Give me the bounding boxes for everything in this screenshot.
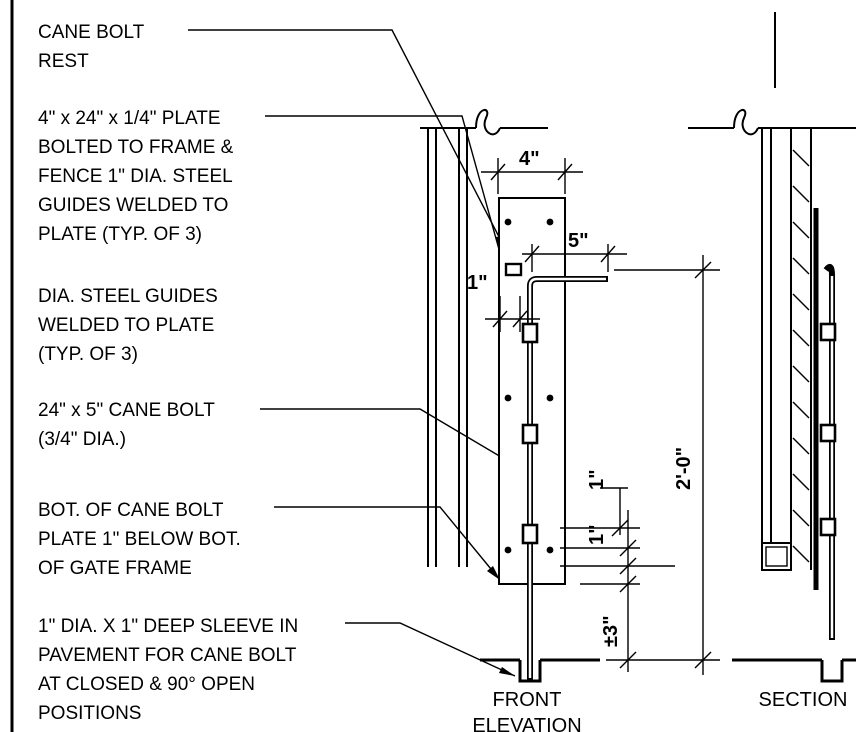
dim-offset: 1" bbox=[467, 272, 488, 294]
dim-tick bbox=[694, 651, 712, 669]
leader-plate bbox=[265, 115, 501, 254]
note-plate: 4" x 24" x 1/4" PLATE BOLTED TO FRAME & … bbox=[38, 108, 234, 245]
bolt-hole bbox=[504, 546, 512, 554]
note-guides: DIA. STEEL GUIDES WELDED TO PLATE (TYP. … bbox=[38, 286, 218, 365]
section-hatching bbox=[792, 149, 810, 563]
section-cane-bolt bbox=[823, 263, 835, 640]
section-guide bbox=[819, 322, 837, 342]
note-line: (3/4" DIA.) bbox=[38, 429, 126, 450]
front-elevation: 4" 5" 1" 2'-0" 1" bbox=[420, 109, 720, 732]
note-line: AT CLOSED & 90° OPEN bbox=[38, 674, 255, 695]
note-sleeve: 1" DIA. X 1" DEEP SLEEVE IN PAVEMENT FOR… bbox=[38, 616, 298, 724]
dim-tick bbox=[694, 261, 712, 279]
hatch bbox=[792, 221, 810, 239]
hatch bbox=[792, 185, 810, 203]
section-tube-inner bbox=[765, 546, 788, 567]
dim-tick bbox=[619, 651, 637, 669]
steel-guide bbox=[521, 322, 539, 344]
note-line: POSITIONS bbox=[38, 703, 141, 724]
hatch bbox=[792, 473, 810, 491]
section-guide bbox=[819, 423, 837, 443]
note-line: WELDED TO PLATE bbox=[38, 315, 214, 336]
note-line: REST bbox=[38, 51, 89, 72]
arrowhead bbox=[499, 667, 515, 676]
dim-leg: 5" bbox=[568, 230, 589, 252]
note-cane-bolt-rest: CANE BOLT REST bbox=[38, 22, 145, 72]
note-line: OF GATE FRAME bbox=[38, 558, 192, 579]
hatch bbox=[792, 545, 810, 563]
section-view: SECTION bbox=[688, 12, 856, 711]
note-line: DIA. STEEL GUIDES bbox=[38, 286, 218, 307]
note-line: 4" x 24" x 1/4" PLATE bbox=[38, 108, 221, 129]
note-line: (TYP. OF 3) bbox=[38, 344, 138, 365]
leader-lines bbox=[188, 29, 529, 677]
steel-guide bbox=[521, 423, 539, 445]
dim-tick bbox=[492, 310, 508, 328]
note-line: 1" DIA. X 1" DEEP SLEEVE IN bbox=[38, 616, 298, 637]
cane-bolt-rest bbox=[504, 262, 523, 277]
hatch bbox=[792, 257, 810, 275]
dim-lower: ±3" bbox=[600, 615, 622, 647]
note-cane-bolt: 24" x 5" CANE BOLT (3/4" DIA.) bbox=[38, 400, 215, 450]
break-symbol bbox=[475, 109, 501, 136]
note-line: BOLTED TO FRAME & bbox=[38, 137, 234, 158]
section-pavement-sleeve bbox=[820, 660, 844, 683]
hatch bbox=[792, 329, 810, 347]
section-guide bbox=[819, 517, 837, 537]
bolt-hole bbox=[504, 394, 512, 402]
bolt-hole bbox=[546, 218, 554, 226]
hatch bbox=[792, 437, 810, 455]
dim-tick bbox=[619, 539, 637, 557]
dim-mid: 1" bbox=[586, 524, 608, 545]
note-line: BOT. OF CANE BOLT bbox=[38, 500, 224, 521]
dim-plate-width: 4" bbox=[519, 148, 540, 170]
dim-upper: 1" bbox=[586, 469, 608, 490]
leader-bot-cane-bolt bbox=[274, 506, 501, 581]
note-line: FENCE 1" DIA. STEEL bbox=[38, 166, 233, 187]
note-line: PLATE (TYP. OF 3) bbox=[38, 224, 202, 245]
steel-guide bbox=[521, 523, 539, 545]
note-line: 24" x 5" CANE BOLT bbox=[38, 400, 215, 421]
note-bot-cane-bolt: BOT. OF CANE BOLT PLATE 1" BELOW BOT. OF… bbox=[38, 500, 241, 579]
dim-tick bbox=[490, 163, 506, 181]
dim-tick bbox=[619, 575, 637, 593]
hatch bbox=[792, 509, 810, 527]
pavement-sleeve bbox=[518, 660, 542, 683]
hatch bbox=[792, 365, 810, 383]
dim-tick bbox=[619, 557, 637, 575]
break-symbol bbox=[733, 109, 759, 136]
bolt-hole bbox=[546, 394, 554, 402]
dim-tick bbox=[512, 310, 528, 328]
leader-cane-bolt-rest bbox=[188, 29, 513, 263]
bolt-hole bbox=[546, 546, 554, 554]
arrowhead bbox=[487, 566, 500, 580]
dim-tick bbox=[600, 245, 616, 263]
note-line: PLATE 1" BELOW BOT. bbox=[38, 529, 241, 550]
dim-tick bbox=[611, 519, 629, 537]
front-elevation-title: FRONT bbox=[493, 689, 562, 711]
note-line: GUIDES WELDED TO bbox=[38, 195, 228, 216]
cane-bolt-highlight bbox=[528, 277, 606, 678]
hatch bbox=[792, 293, 810, 311]
note-line: CANE BOLT bbox=[38, 22, 145, 43]
front-elevation-title: ELEVATION bbox=[472, 715, 581, 732]
leader-cane-bolt bbox=[260, 408, 529, 474]
bolt-hole bbox=[504, 218, 512, 226]
leader-sleeve bbox=[345, 622, 516, 677]
hatch bbox=[792, 401, 810, 419]
hatch bbox=[792, 149, 810, 167]
note-line: PAVEMENT FOR CANE BOLT bbox=[38, 645, 297, 666]
section-title: SECTION bbox=[759, 689, 848, 711]
dim-height: 2'-0" bbox=[673, 447, 695, 490]
dim-tick bbox=[524, 245, 540, 263]
dim-tick bbox=[557, 163, 573, 181]
